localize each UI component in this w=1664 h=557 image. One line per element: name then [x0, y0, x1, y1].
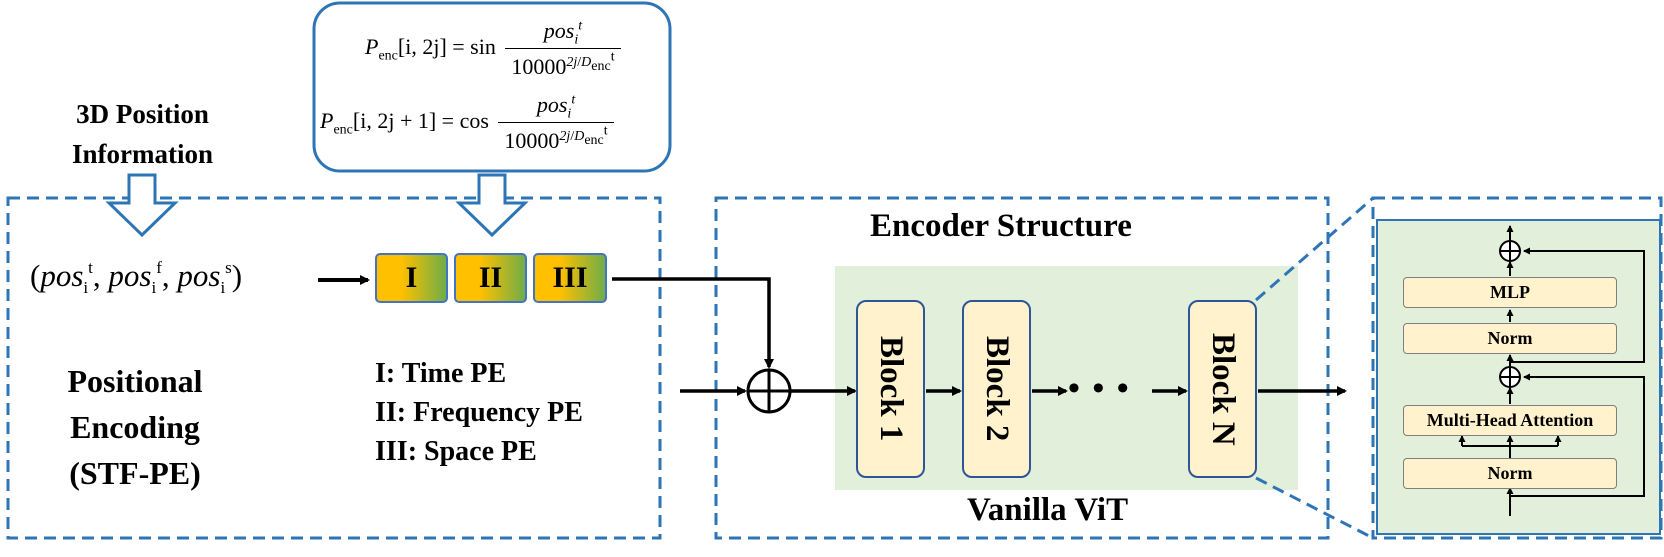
position-info-label: 3D Position Information	[72, 99, 213, 169]
hollow-arrow-position-info	[105, 173, 179, 238]
pe-section-frame	[6, 196, 662, 540]
encoder-block-2: Block 2	[962, 300, 1031, 478]
detail-norm-top-box: Norm	[1403, 323, 1617, 354]
detail-attention-box: Multi-Head Attention	[1403, 405, 1617, 436]
zoom-line-top	[1255, 196, 1374, 302]
pe-box-frequency: II	[454, 253, 527, 303]
formula-line-sin: Penc[i, 2j] = sin posit 100002j/Denct	[365, 18, 621, 80]
pe-box-time: I	[375, 253, 448, 303]
detail-residual-lower	[1510, 373, 1645, 497]
formula-box	[312, 1, 672, 173]
detail-sum-upper-icon	[1499, 240, 1521, 262]
encoder-title: Encoder Structure	[870, 208, 1132, 244]
zoom-line-bottom	[1255, 476, 1374, 540]
legend-space: III: Space PE	[375, 436, 537, 467]
detail-residual-upper	[1510, 247, 1645, 363]
vit-label: Vanilla ViT	[967, 492, 1129, 528]
encoder-block-n: Block N	[1188, 300, 1257, 478]
legend-time: I: Time PE	[375, 358, 507, 389]
hollow-arrow-formula	[455, 173, 529, 238]
detail-mlp-box: MLP	[1403, 277, 1617, 308]
arrow-pe-to-sum	[612, 277, 774, 369]
legend-frequency: II: Frequency PE	[375, 397, 583, 428]
position-vector: (posit, posif, posis)	[30, 257, 243, 298]
sum-circle-icon	[746, 368, 792, 414]
detail-norm-bottom-box: Norm	[1403, 458, 1617, 489]
encoder-block-1: Block 1	[856, 300, 925, 478]
block-ellipsis: • • •	[1068, 370, 1131, 407]
detail-sum-lower-icon	[1499, 366, 1521, 388]
encoder-section-frame	[714, 196, 1330, 540]
formula-line-cos: Penc[i, 2j + 1] = cos posit 100002j/Denc…	[320, 92, 614, 154]
pe-section-title: Positional Encoding (STF-PE)	[67, 363, 203, 491]
pe-box-space: III	[533, 253, 607, 303]
